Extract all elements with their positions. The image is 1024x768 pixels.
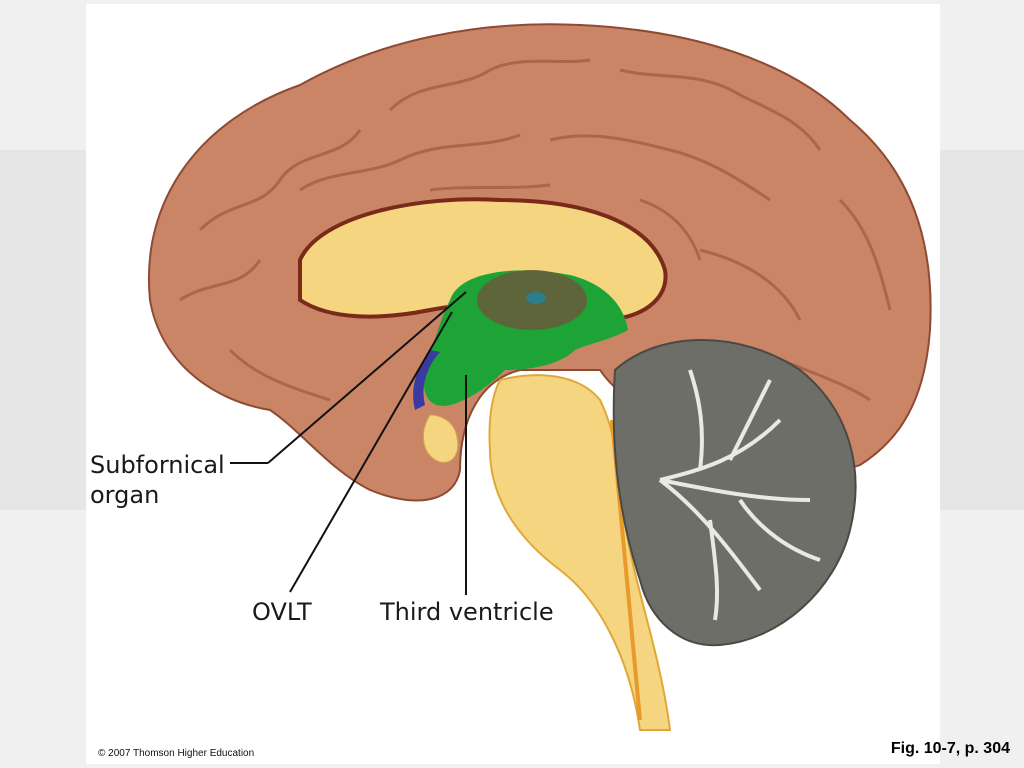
- brainstem: [488, 374, 672, 731]
- ovlt-structure: [413, 350, 440, 410]
- pituitary: [422, 414, 459, 463]
- label-organ: organ: [90, 481, 160, 509]
- gyri: [179, 58, 892, 402]
- label-subfornical: Subfornical: [90, 451, 225, 479]
- label-ovlt: OVLT: [252, 598, 312, 626]
- arbor-vitae: [658, 369, 821, 621]
- figure-reference: Fig. 10-7, p. 304: [890, 740, 1010, 757]
- label-third-ventricle: Third ventricle: [380, 598, 554, 626]
- copyright-notice: © 2007 Thomson Higher Education: [98, 748, 255, 759]
- thalamus-center: [526, 292, 546, 304]
- leader-lines: [230, 291, 467, 595]
